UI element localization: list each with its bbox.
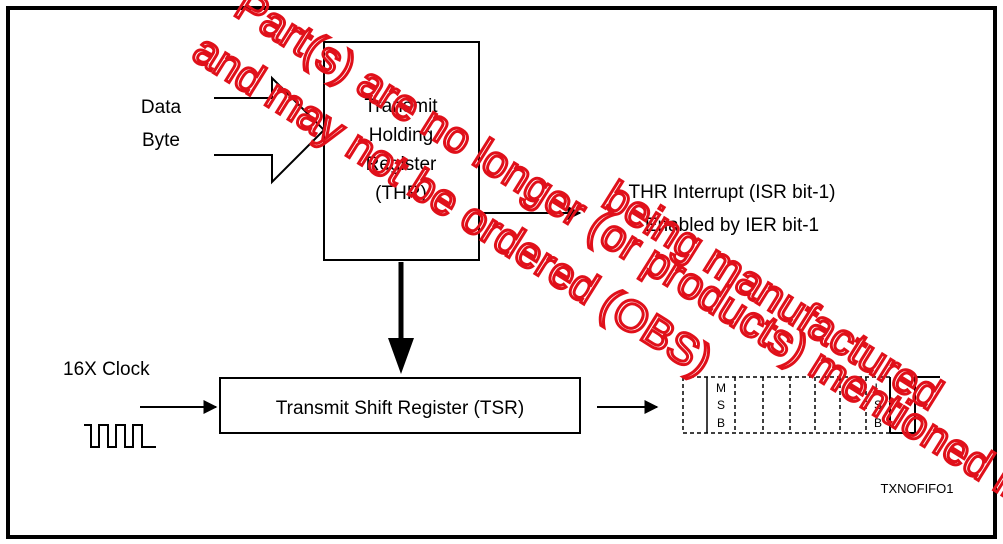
svg-text:L: L bbox=[875, 381, 882, 395]
clock-label: 16X Clock bbox=[63, 359, 150, 380]
serial-frame bbox=[682, 376, 940, 434]
interrupt-line1: THR Interrupt (ISR bit-1) bbox=[629, 182, 836, 203]
clock-waveform-icon bbox=[84, 424, 156, 448]
diagram-border bbox=[6, 6, 997, 539]
data-byte-line2: Byte bbox=[142, 130, 180, 151]
thr-line2: Holding bbox=[369, 125, 433, 146]
thr-label: Transmit Holding Register (THR) bbox=[364, 96, 438, 204]
interrupt-line2: Enabled by IER bit-1 bbox=[645, 215, 819, 236]
thr-line4: (THR) bbox=[375, 183, 427, 204]
thr-box bbox=[323, 41, 480, 261]
svg-text:B: B bbox=[874, 416, 882, 430]
thr-to-tsr-arrowhead bbox=[388, 338, 414, 374]
lsb-label: L S B bbox=[874, 381, 882, 430]
thr-line1: Transmit bbox=[364, 96, 438, 117]
figure-id-label: TXNOFIFO1 bbox=[881, 481, 954, 496]
tsr-label: Transmit Shift Register (TSR) bbox=[276, 398, 524, 419]
svg-text:M: M bbox=[716, 381, 726, 395]
data-byte-line1: Data bbox=[141, 97, 182, 118]
interrupt-label: THR Interrupt (ISR bit-1) Enabled by IER… bbox=[629, 182, 836, 236]
svg-text:B: B bbox=[717, 416, 725, 430]
svg-text:S: S bbox=[874, 398, 882, 412]
tsr-box bbox=[219, 377, 581, 434]
msb-label: M S B bbox=[716, 381, 726, 430]
thr-line3: Register bbox=[366, 154, 437, 175]
data-byte-label: Data Byte bbox=[141, 97, 182, 151]
svg-text:S: S bbox=[717, 398, 725, 412]
